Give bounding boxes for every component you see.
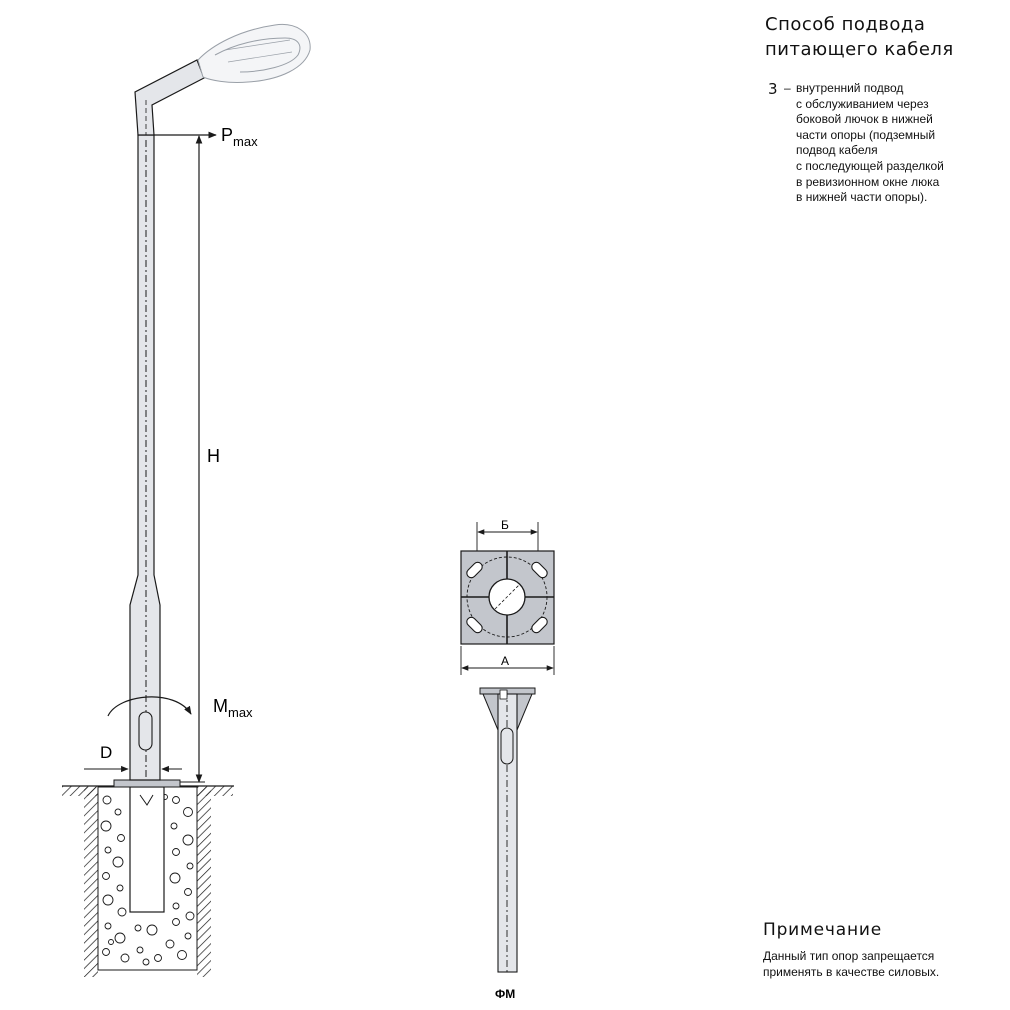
note-line-2: применять в качестве силовых.: [763, 965, 940, 979]
pit-wall-right: [197, 787, 211, 977]
method-line: с последующей разделкой: [796, 158, 944, 173]
height-label: H: [207, 446, 220, 466]
pole-elevation: Pmax H Mmax D: [62, 23, 311, 977]
side-pole-shaft: [497, 693, 518, 973]
bolt-slots: [466, 561, 548, 634]
bracket-arm: [134, 59, 205, 136]
base-flange: [113, 779, 181, 788]
side-service-hatch: [500, 727, 514, 765]
method-line: с обслуживанием через: [796, 96, 929, 111]
flange-type-label: ФМ: [495, 987, 515, 1001]
flange-plan-view: Б А: [460, 518, 555, 675]
note-title: Примечание: [763, 920, 882, 940]
side-flange-plate: [479, 687, 536, 695]
pit-wall-left: [84, 787, 98, 977]
method-line: внутренний подвод: [796, 81, 904, 95]
cable-method-title: Способ подвода питающего кабеля: [765, 12, 1005, 62]
title-line-2: питающего кабеля: [765, 39, 954, 60]
mmax-moment-arc: [107, 696, 192, 717]
dim-b-label: Б: [501, 518, 509, 532]
method-line: подвод кабеля: [796, 143, 878, 158]
pole-shaft: [129, 134, 161, 781]
pmax-label: Pmax: [221, 125, 258, 149]
method-dash: –: [784, 81, 791, 95]
ground-hatch-left: [62, 786, 98, 796]
note-body: Данный тип опор запрещается применять в …: [763, 948, 1008, 980]
ground-hatch-right: [197, 786, 233, 796]
title-line-1: Способ подвода: [765, 14, 926, 35]
method-line: в нижней части опоры).: [796, 190, 928, 205]
mmax-label: Mmax: [213, 696, 253, 720]
dim-a-label: А: [501, 654, 509, 668]
method-line: боковой лючок в нижней: [796, 112, 933, 127]
diameter-label: D: [100, 743, 112, 762]
embedded-pole: [129, 786, 165, 913]
concrete-aggregate: [100, 794, 195, 966]
flange-side-view: ФМ: [479, 687, 536, 1001]
method-line: части опоры (подземный: [796, 127, 936, 142]
luminaire: [197, 23, 311, 83]
note-line-1: Данный тип опор запрещается: [763, 949, 935, 963]
service-hatch: [138, 711, 153, 751]
method-line: в ревизионном окне люка: [796, 174, 940, 189]
note-block: Примечание Данный тип опор запрещается п…: [763, 920, 1008, 980]
method-code: 3: [768, 80, 778, 98]
